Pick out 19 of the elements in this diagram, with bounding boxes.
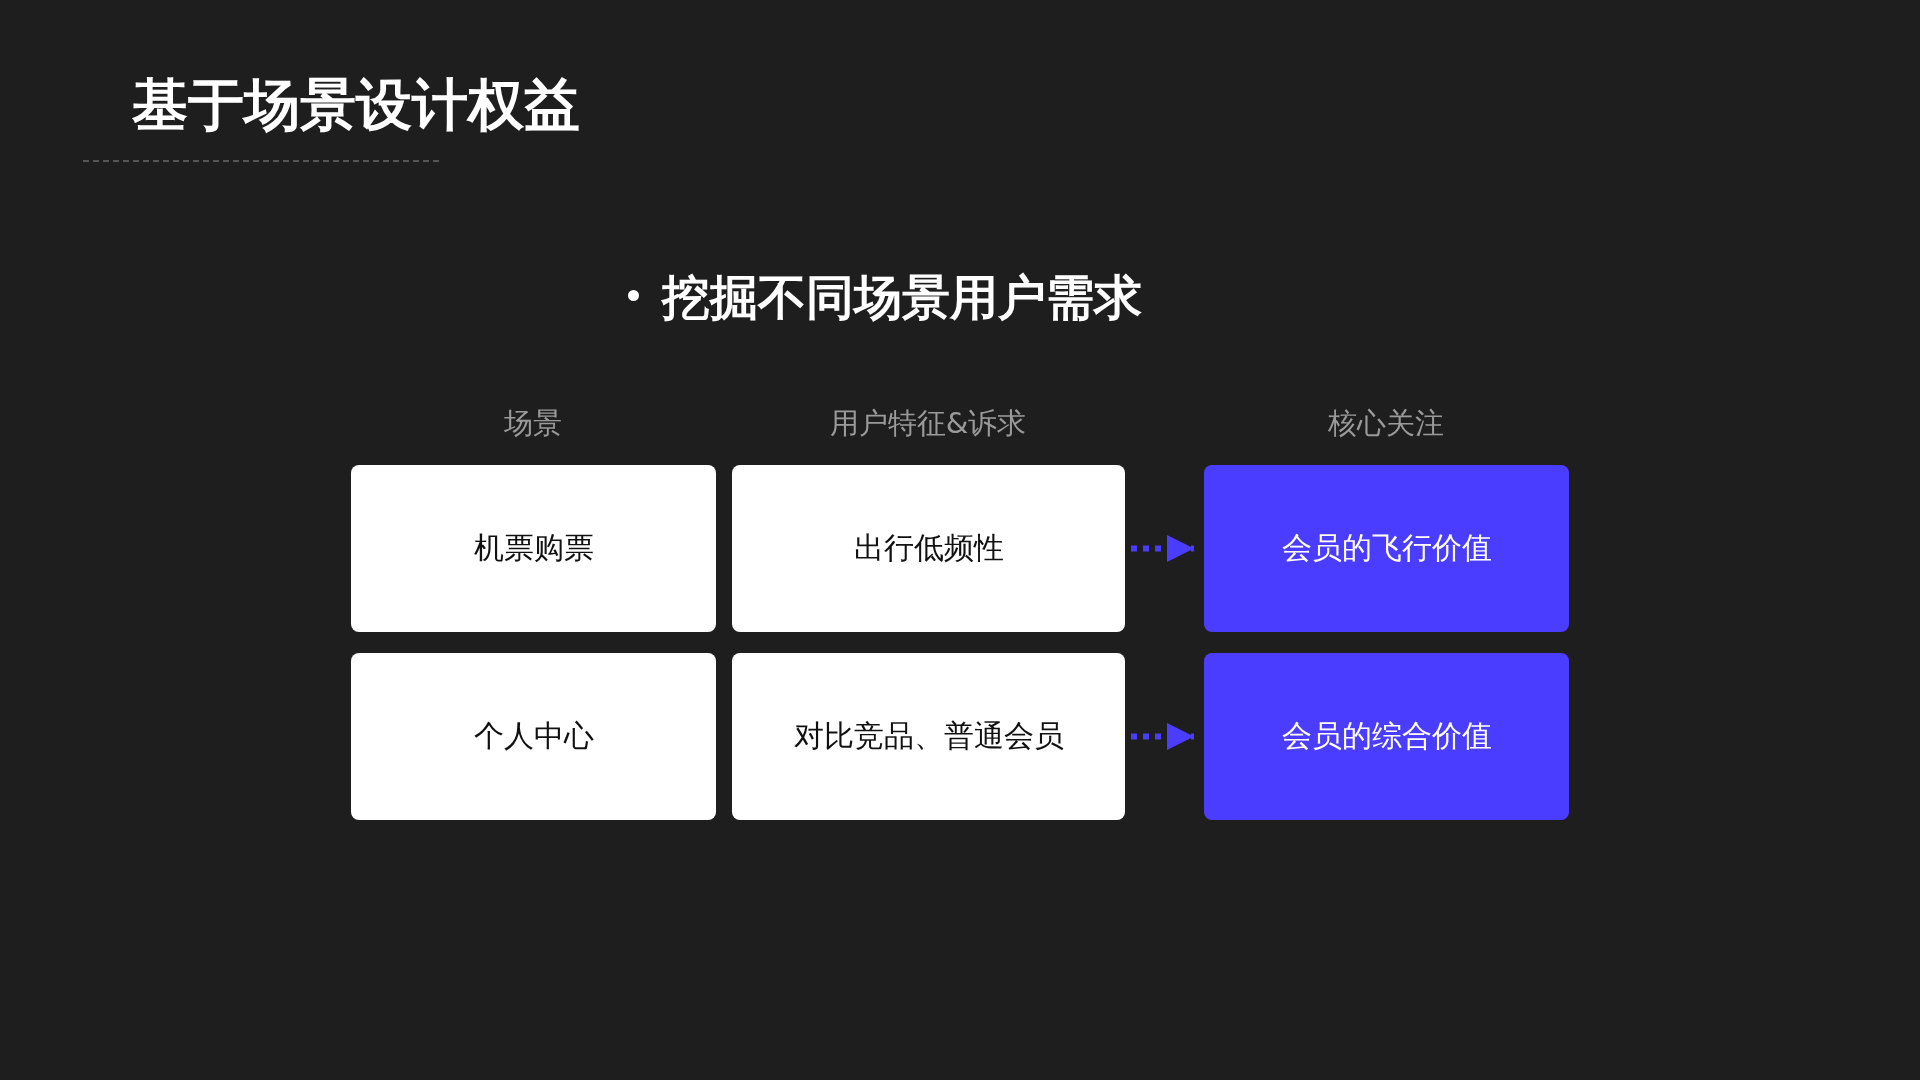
content-box <box>351 465 716 632</box>
arrow <box>1131 723 1194 750</box>
highlight-box <box>1204 653 1569 820</box>
column-header: 用户特征&诉求 <box>829 405 1027 442</box>
box-label: 会员的飞行价值 <box>1281 529 1492 567</box>
box-label: 对比竞品、普通会员 <box>793 717 1064 755</box>
title: 基于场景设计权益 <box>132 71 580 139</box>
column-header: 场景 <box>504 405 562 442</box>
box-label: 机票购票 <box>473 529 594 567</box>
highlight-box <box>1204 465 1569 632</box>
arrow <box>1131 535 1194 562</box>
box-label: 个人中心 <box>473 717 594 755</box>
content-box <box>732 465 1125 632</box>
content-box <box>351 653 716 820</box>
content-box <box>732 653 1125 820</box>
box-label: 会员的综合价值 <box>1281 717 1492 755</box>
subtitle: 挖掘不同场景用户需求 <box>662 268 1142 327</box>
column-header: 核心关注 <box>1328 405 1444 442</box>
box-label: 出行低频性 <box>853 529 1004 567</box>
